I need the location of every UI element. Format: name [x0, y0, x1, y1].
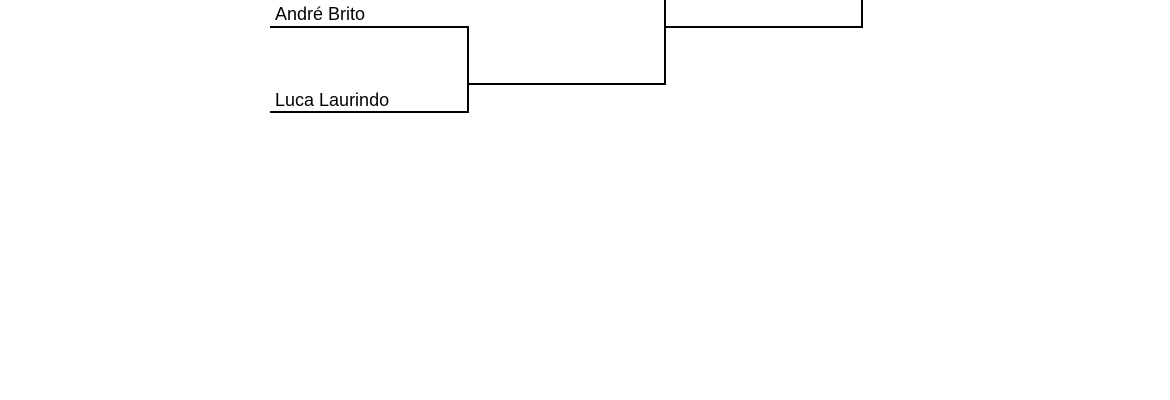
- player-name-andre-brito: André Brito: [275, 4, 366, 24]
- player-name-luca-laurindo: Luca Laurindo: [275, 90, 390, 110]
